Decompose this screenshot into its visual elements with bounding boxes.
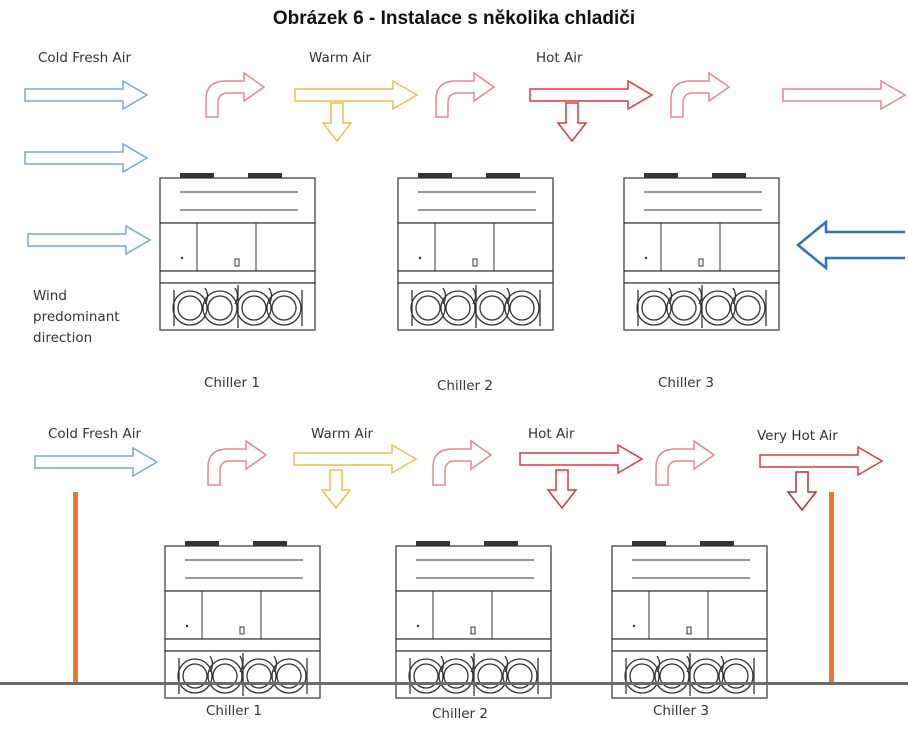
top-chiller-3-label: Chiller 3 xyxy=(658,375,714,391)
top-airflow-arrows xyxy=(205,72,906,142)
ground-line xyxy=(0,682,908,685)
hot-air-down-arrow xyxy=(547,469,577,509)
very-hot-air-down-arrow xyxy=(787,471,817,511)
hot-air-arrow xyxy=(529,80,653,110)
bottom-airflow-arrows xyxy=(34,440,883,511)
warm-air-down-arrow xyxy=(321,469,351,509)
page-title: Obrázek 6 - Instalace s několika chladič… xyxy=(272,8,636,29)
top-chiller-1-unit xyxy=(159,172,316,331)
top-cold-fresh-air-label: Cold Fresh Air xyxy=(38,50,132,66)
wind-label-line-2: predominant xyxy=(33,309,120,325)
wind-label-line-1: Wind xyxy=(33,288,67,304)
hot-air-exhaust-arrow xyxy=(782,80,906,110)
warm-air-arrow xyxy=(294,80,418,110)
bottom-cold-fresh-air-label: Cold Fresh Air xyxy=(48,426,142,442)
bottom-chiller-3-unit xyxy=(611,540,768,699)
cold-air-arrow xyxy=(34,447,158,477)
left-barrier-post xyxy=(73,492,78,682)
top-hot-air-label: Hot Air xyxy=(536,50,583,66)
warm-air-rising-arrow xyxy=(207,440,267,486)
top-chiller-3-unit xyxy=(623,172,780,331)
top-chiller-1-label: Chiller 1 xyxy=(204,375,260,391)
top-chiller-2-label: Chiller 2 xyxy=(437,378,493,394)
cold-air-arrow xyxy=(24,80,148,110)
top-warm-air-label: Warm Air xyxy=(309,50,371,66)
wind-direction-label: Wind predominant direction xyxy=(33,288,124,346)
warm-air-arrow xyxy=(293,444,417,474)
hot-air-down-arrow xyxy=(557,102,587,142)
bottom-chiller-2-label: Chiller 2 xyxy=(432,706,488,722)
hot-air-arrow xyxy=(519,444,643,474)
right-barrier-post xyxy=(829,492,834,682)
wind-label-line-3: direction xyxy=(33,330,92,346)
very-hot-air-arrow xyxy=(759,446,883,476)
warm-air-rising-arrow xyxy=(435,72,495,118)
top-chiller-2-unit xyxy=(397,172,554,331)
bottom-chiller-1-label: Chiller 1 xyxy=(206,703,262,719)
bottom-hot-air-label: Hot Air xyxy=(528,426,575,442)
bottom-very-hot-air-label: Very Hot Air xyxy=(757,428,838,444)
cold-air-arrow xyxy=(27,225,151,255)
warm-air-rising-arrow xyxy=(205,72,265,118)
top-cold-arrows xyxy=(24,80,151,255)
cold-air-arrow xyxy=(24,143,148,173)
warm-air-down-arrow xyxy=(322,102,352,142)
warm-air-rising-arrow xyxy=(432,440,492,486)
bottom-chiller-1-unit xyxy=(164,540,321,699)
bottom-chiller-2-unit xyxy=(395,540,552,699)
hot-air-rising-arrow xyxy=(670,72,730,118)
bottom-warm-air-label: Warm Air xyxy=(311,426,373,442)
bottom-chiller-3-label: Chiller 3 xyxy=(653,703,709,719)
hot-air-rising-arrow xyxy=(655,440,715,486)
wind-arrow-from-right xyxy=(796,219,905,271)
